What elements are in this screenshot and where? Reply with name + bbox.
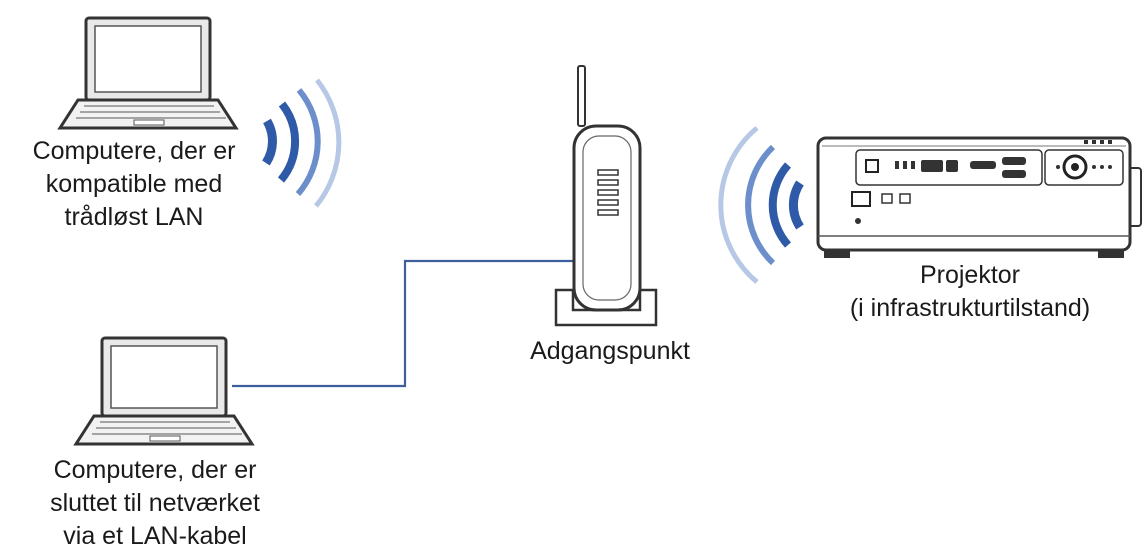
lan-cable (232, 259, 578, 388)
access-point-icon (554, 65, 658, 327)
label-line: via et LAN-kabel (63, 522, 247, 550)
label-line: Computere, der er (53, 456, 257, 484)
wired-computer-label: Computere, der er sluttet til netværket … (30, 454, 280, 553)
label-line: Computere, der er (32, 137, 236, 165)
wireless-computer-label: Computere, der er kompatible med trådløs… (0, 135, 268, 234)
label-line: sluttet til netværket (50, 489, 260, 517)
label-line: trådløst LAN (64, 203, 204, 231)
label-line: Adgangspunkt (530, 337, 690, 365)
label-line: Projektor (919, 261, 1021, 289)
label-line: kompatible med (45, 170, 223, 198)
wifi-waves-icon (718, 126, 804, 284)
projector-label: Projektor (i infrastrukturtilstand) (820, 259, 1120, 325)
laptop-icon (57, 16, 239, 130)
label-line: (i infrastrukturtilstand) (849, 294, 1091, 322)
projector-icon (816, 136, 1142, 258)
wifi-waves-icon (262, 78, 342, 208)
access-point-label: Adgangspunkt (505, 335, 715, 368)
laptop-icon (73, 336, 255, 446)
